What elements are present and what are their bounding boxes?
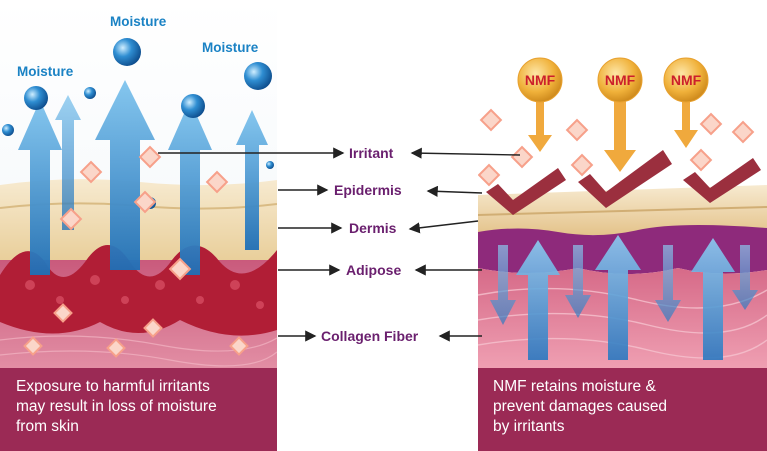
- label-adipose: Adipose: [346, 262, 402, 278]
- left-skin-illustration: [0, 0, 277, 451]
- left-caption-line-2: may result in loss of moisture: [16, 398, 217, 415]
- left-caption-line-3: from skin: [16, 418, 79, 435]
- nmf-label-2: NMF: [604, 72, 636, 88]
- epidermis-right-line: [426, 185, 483, 197]
- nmf-label-1: NMF: [524, 72, 556, 88]
- moisture-label-3: Moisture: [202, 40, 259, 55]
- right-caption-line-2: prevent damages caused: [493, 398, 668, 415]
- label-collagen-fiber: Collagen Fiber: [321, 328, 419, 344]
- moisture-label-2: Moisture: [110, 14, 167, 29]
- moisture-label-1: Moisture: [17, 64, 74, 79]
- label-dermis: Dermis: [349, 220, 397, 236]
- right-skin-illustration: [478, 0, 767, 451]
- label-irritant: Irritant: [349, 145, 394, 161]
- left-caption: Exposure to harmful irritants may result…: [16, 377, 217, 437]
- irritant-right-line: [410, 147, 521, 159]
- right-caption: NMF retains moisture & prevent damages c…: [493, 377, 667, 437]
- label-epidermis: Epidermis: [334, 182, 402, 198]
- left-caption-line-1: Exposure to harmful irritants: [16, 378, 210, 395]
- right-caption-line-1: NMF retains moisture &: [493, 378, 656, 395]
- nmf-label-3: NMF: [670, 72, 702, 88]
- right-caption-line-3: by irritants: [493, 418, 565, 435]
- dermis-right-line: [408, 220, 479, 234]
